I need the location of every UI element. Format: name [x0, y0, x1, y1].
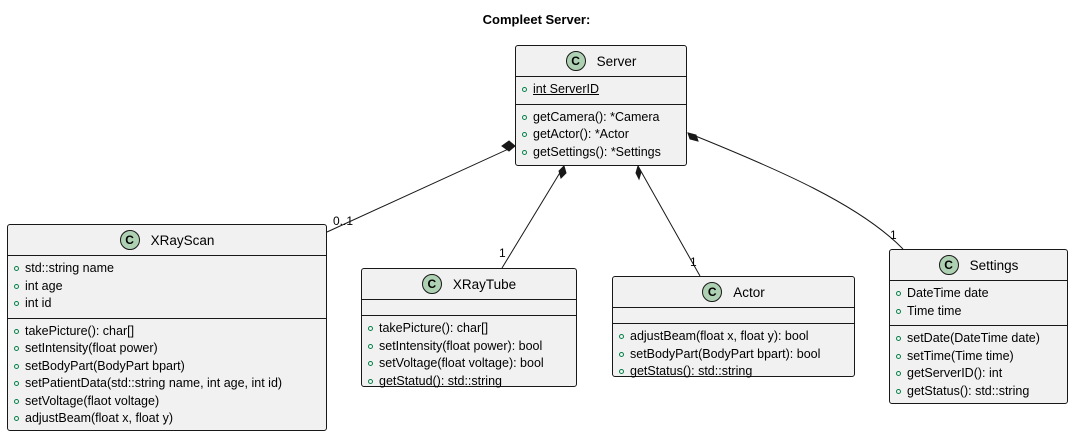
multiplicity-actor: 1 [690, 255, 697, 269]
composition-diamond-actor [635, 164, 642, 181]
composition-diamond-xrayscan [501, 140, 516, 152]
public-visibility-icon [14, 416, 19, 422]
method-row: setDate(DateTime date) [890, 330, 1067, 348]
method-row: setBodyPart(BodyPart bpart): bool [613, 346, 854, 364]
public-visibility-icon [368, 343, 373, 349]
method-row: setIntensity(float power) [8, 340, 326, 358]
attribute-section: std::string name int age int id [8, 255, 326, 318]
class-name: XRayScan [150, 232, 215, 248]
public-visibility-icon [14, 328, 19, 334]
class-settings[interactable]: C Settings DateTime date Time time setDa… [889, 249, 1068, 404]
attribute-section [362, 299, 576, 315]
class-icon: C [938, 255, 959, 275]
public-visibility-icon [896, 336, 901, 342]
attribute-section: int ServerID [516, 76, 686, 104]
method-section: setDate(DateTime date) setTime(Time time… [890, 325, 1067, 405]
class-name: Actor [733, 284, 765, 300]
public-visibility-icon [14, 301, 19, 307]
public-visibility-icon [368, 326, 373, 332]
class-server[interactable]: C Server int ServerID getCamera(): *Came… [515, 45, 687, 166]
public-visibility-icon [896, 388, 901, 394]
class-icon: C [119, 230, 140, 250]
public-visibility-icon [896, 353, 901, 359]
public-visibility-icon [14, 381, 19, 387]
method-row: setVoltage(float voltage): bool [362, 355, 576, 373]
multiplicity-xrayscan: 0..1 [333, 214, 354, 228]
public-visibility-icon [522, 114, 527, 120]
public-visibility-icon [896, 291, 901, 297]
attribute-row: std::string name [8, 260, 326, 278]
public-visibility-icon [368, 378, 373, 384]
composition-line-actor [637, 165, 701, 277]
diagram-title: Compleet Server: [482, 12, 591, 27]
composition-line-settings [687, 132, 904, 250]
attribute-row: int age [8, 278, 326, 296]
class-icon: C [421, 274, 442, 294]
attribute-section [613, 307, 854, 323]
class-header: C Settings [890, 250, 1067, 280]
method-row: getCamera(): *Camera [516, 109, 686, 127]
class-icon: C [565, 51, 586, 71]
public-visibility-icon [14, 283, 19, 289]
method-row: getServerID(): int [890, 365, 1067, 383]
method-row: setIntensity(float power): bool [362, 338, 576, 356]
class-name: XRayTube [452, 276, 517, 292]
method-row: setVoltage(flaot voltage) [8, 393, 326, 411]
class-header: C XRayScan [8, 225, 326, 255]
public-visibility-icon [896, 371, 901, 377]
method-section: getCamera(): *Camera getActor(): *Actor … [516, 103, 686, 167]
attribute-row: int ServerID [516, 81, 686, 99]
composition-line-xraytube [501, 165, 565, 269]
attribute-row: Time time [890, 303, 1067, 321]
method-row: setPatientData(std::string name, int age… [8, 375, 326, 393]
composition-diamond-xraytube [558, 165, 567, 179]
public-visibility-icon [619, 334, 624, 340]
attribute-section: DateTime date Time time [890, 280, 1067, 325]
class-actor[interactable]: C Actor adjustBeam(float x, float y): bo… [612, 276, 855, 378]
public-visibility-icon [619, 369, 624, 375]
method-row: takePicture(): char[] [8, 323, 326, 341]
method-row: getSettings(): *Settings [516, 144, 686, 162]
method-row: adjustBeam(float x, float y): bool [613, 328, 854, 346]
public-visibility-icon [522, 132, 527, 138]
method-row: setBodyPart(BodyPart bpart) [8, 358, 326, 376]
class-header: C XRayTube [362, 269, 576, 299]
class-name: Server [596, 53, 637, 69]
public-visibility-icon [14, 398, 19, 404]
method-row: getStatus(): std::string [890, 383, 1067, 401]
method-row: takePicture(): char[] [362, 320, 576, 338]
class-header: C Server [516, 46, 686, 76]
method-row: getActor(): *Actor [516, 126, 686, 144]
method-row: getStatud(): std::string [362, 373, 576, 391]
attribute-row: DateTime date [890, 285, 1067, 303]
multiplicity-settings: 1 [890, 228, 897, 242]
method-row: getStatus(): std::string [613, 363, 854, 381]
public-visibility-icon [522, 149, 527, 155]
method-section: takePicture(): char[] setIntensity(float… [8, 317, 326, 433]
public-visibility-icon [368, 361, 373, 367]
method-row: adjustBeam(float x, float y) [8, 410, 326, 428]
class-header: C Actor [613, 277, 854, 307]
public-visibility-icon [14, 346, 19, 352]
public-visibility-icon [619, 351, 624, 357]
composition-diamond-settings [687, 132, 699, 142]
method-section: takePicture(): char[] setIntensity(float… [362, 315, 576, 395]
class-xrayscan[interactable]: C XRayScan std::string name int age int … [7, 224, 327, 431]
class-name: Settings [969, 257, 1019, 273]
public-visibility-icon [14, 363, 19, 369]
class-icon: C [702, 282, 723, 302]
public-visibility-icon [14, 266, 19, 272]
multiplicity-xraytube: 1 [499, 246, 506, 260]
composition-line-xrayscan [326, 145, 516, 233]
class-xraytube[interactable]: C XRayTube takePicture(): char[] setInte… [361, 268, 577, 388]
attribute-row: int id [8, 295, 326, 313]
method-section: adjustBeam(float x, float y): bool setBo… [613, 323, 854, 386]
method-row: setTime(Time time) [890, 348, 1067, 366]
public-visibility-icon [896, 308, 901, 314]
public-visibility-icon [522, 87, 527, 93]
